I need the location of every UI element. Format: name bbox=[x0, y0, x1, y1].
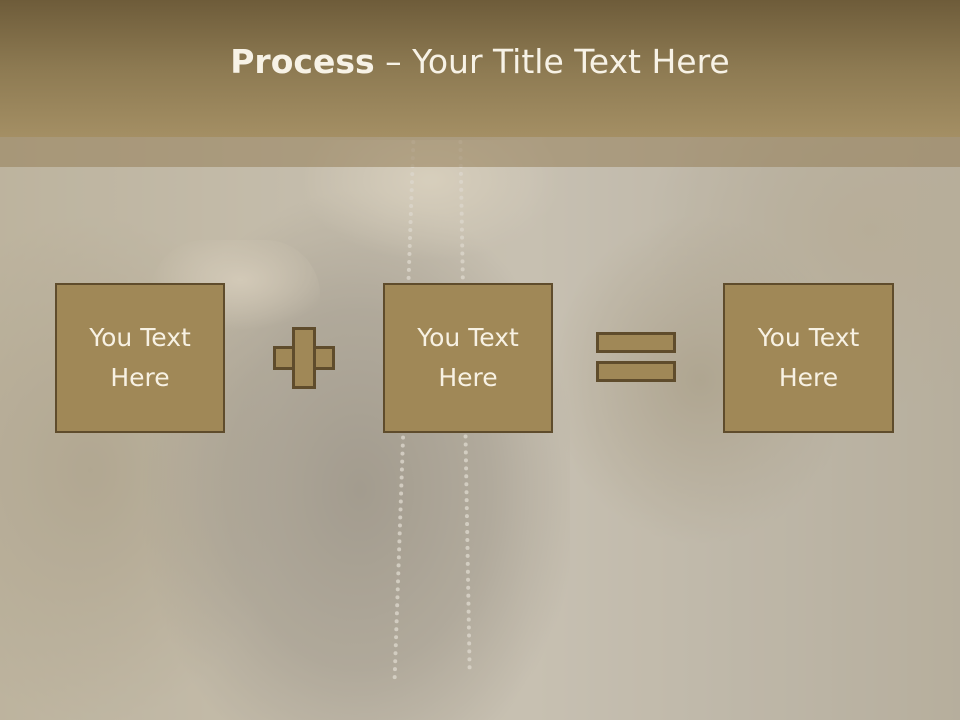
process-box-2-text: You Text Here bbox=[417, 323, 519, 392]
process-box-3-text: You Text Here bbox=[757, 323, 860, 392]
process-box-2[interactable]: You Text Here bbox=[383, 283, 553, 433]
title-bar: Process – Your Title Text Here bbox=[0, 0, 960, 137]
title-rest: – Your Title Text Here bbox=[374, 42, 730, 81]
process-box-3[interactable]: You Text Here bbox=[723, 283, 894, 433]
process-box-1-text: You Text Here bbox=[89, 323, 191, 392]
process-box-1[interactable]: You Text Here bbox=[55, 283, 225, 433]
equals-sign-icon bbox=[596, 332, 676, 384]
plus-sign-icon bbox=[273, 327, 335, 389]
slide-title[interactable]: Process – Your Title Text Here bbox=[230, 42, 729, 81]
header-strip bbox=[0, 137, 960, 167]
title-bold: Process bbox=[230, 42, 375, 81]
